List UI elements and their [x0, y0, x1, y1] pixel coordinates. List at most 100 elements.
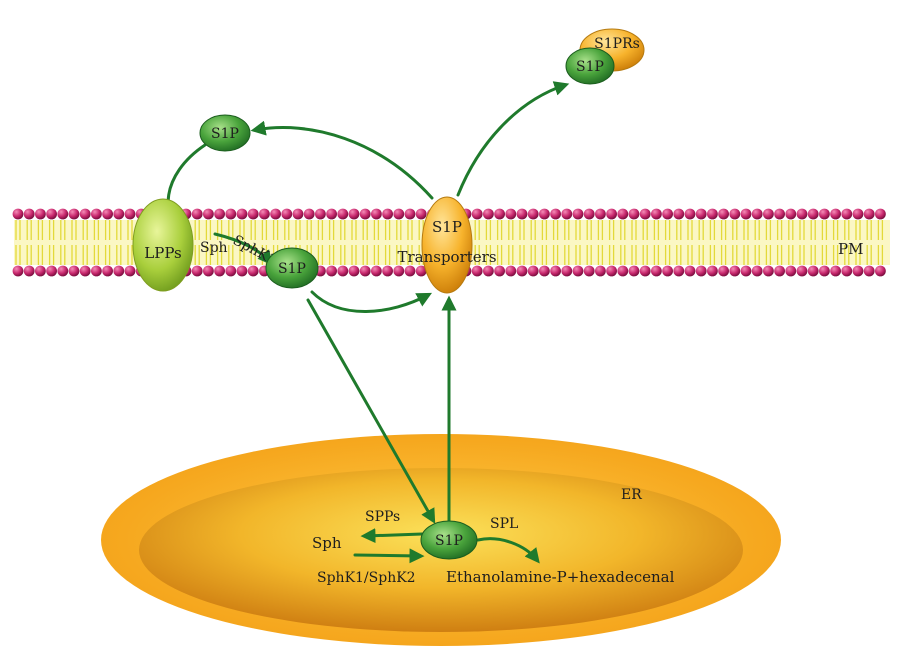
- lipid-head: [494, 265, 505, 277]
- lipid-head: [46, 265, 57, 277]
- lipid-head: [326, 208, 337, 220]
- lipid-head: [718, 265, 729, 277]
- lipid-head: [404, 208, 416, 220]
- lipid-head: [807, 265, 819, 277]
- s1p-extracellular-node: [199, 114, 251, 152]
- lipid-head: [191, 265, 203, 277]
- lipid-head: [471, 265, 483, 277]
- lipid-head: [23, 265, 35, 277]
- lipid-head: [807, 208, 819, 220]
- lipid-head: [35, 265, 46, 277]
- lipid-head: [774, 208, 785, 220]
- lipid-head: [785, 265, 797, 277]
- lipid-head: [494, 208, 505, 220]
- spl-label: SPL: [490, 516, 518, 532]
- lipid-head: [337, 208, 349, 220]
- s1p-bound-label: S1P: [576, 59, 604, 75]
- arrow-transporter-to-s1p-out: [250, 120, 434, 200]
- lipid-head: [404, 265, 416, 277]
- lipid-head: [57, 208, 69, 220]
- lipid-head: [393, 208, 405, 220]
- lipid-head: [236, 265, 248, 277]
- arrow-transporter-to-s1prs: [456, 81, 570, 197]
- lipid-head: [12, 208, 24, 220]
- lipid-head: [595, 208, 606, 220]
- lipid-head: [875, 265, 886, 277]
- lipid-head: [583, 265, 595, 277]
- lipid-head: [415, 265, 427, 277]
- lipid-head: [695, 265, 707, 277]
- lipid-head: [113, 265, 125, 277]
- lipid-head: [124, 208, 136, 220]
- sph-membrane-label: Sph: [200, 240, 228, 256]
- lipid-head: [505, 208, 517, 220]
- er-label: ER: [621, 487, 642, 503]
- lipid-head: [863, 208, 875, 220]
- lipid-head: [830, 208, 841, 220]
- lipid-head: [382, 208, 393, 220]
- lipid-head: [695, 208, 707, 220]
- lipid-head: [572, 265, 584, 277]
- lipid-head: [79, 208, 91, 220]
- lipid-head: [852, 265, 864, 277]
- lipid-head: [214, 208, 226, 220]
- lipid-head: [505, 265, 517, 277]
- transporter-s1p-label: S1P: [432, 218, 462, 236]
- arrow-s1p-to-products: [476, 537, 540, 564]
- lipid-head: [863, 265, 875, 277]
- s1p-er-node: [420, 520, 478, 560]
- products-label: Ethanolamine-P+hexadecenal: [446, 568, 675, 586]
- sphk-er-label: SphK1/SphK2: [317, 570, 416, 586]
- lipid-head: [225, 265, 237, 277]
- lipid-head: [841, 265, 853, 277]
- lipid-head: [651, 208, 662, 220]
- lipid-head: [606, 265, 617, 277]
- lipid-head: [561, 265, 573, 277]
- lipid-head: [539, 265, 550, 277]
- lipid-head: [572, 208, 584, 220]
- lpps-label: LPPs: [144, 244, 181, 262]
- lipid-head: [91, 265, 102, 277]
- lipid-head: [292, 208, 304, 220]
- lipid-head: [247, 208, 259, 220]
- lipid-head: [539, 208, 550, 220]
- lipid-head: [359, 265, 371, 277]
- lipid-head: [606, 208, 617, 220]
- s1p-inner-node: [265, 247, 319, 289]
- lipid-head: [259, 208, 270, 220]
- lipid-head: [124, 265, 136, 277]
- lipid-head: [359, 208, 371, 220]
- lipid-head: [527, 208, 539, 220]
- lipid-head: [393, 265, 405, 277]
- lpps-node: [132, 198, 194, 292]
- lipid-head: [639, 265, 651, 277]
- lipid-head: [707, 208, 718, 220]
- lipid-head: [35, 208, 46, 220]
- lipid-head: [763, 265, 774, 277]
- lipid-head: [483, 265, 494, 277]
- arrow-s1p-to-er: [306, 298, 436, 524]
- lipid-head: [796, 265, 808, 277]
- lipid-head: [68, 208, 80, 220]
- lipid-head: [303, 208, 315, 220]
- lipid-head: [684, 265, 696, 277]
- lipid-head: [673, 265, 685, 277]
- lipid-head: [617, 265, 629, 277]
- sph-er-label: Sph: [312, 534, 342, 552]
- lipid-head: [516, 265, 528, 277]
- lipid-head: [483, 208, 494, 220]
- s1p-inner-label: S1P: [278, 261, 306, 277]
- lipid-head: [326, 265, 337, 277]
- lipid-head: [595, 265, 606, 277]
- lipid-head: [46, 208, 57, 220]
- lipid-head: [639, 208, 651, 220]
- lipid-head: [628, 208, 640, 220]
- lipid-head: [516, 208, 528, 220]
- lipid-head: [102, 208, 113, 220]
- lipid-head: [852, 208, 864, 220]
- lipid-head: [471, 208, 483, 220]
- lipid-head: [191, 208, 203, 220]
- pm-label: PM: [838, 240, 863, 258]
- lipid-head: [236, 208, 248, 220]
- lipid-head: [729, 265, 741, 277]
